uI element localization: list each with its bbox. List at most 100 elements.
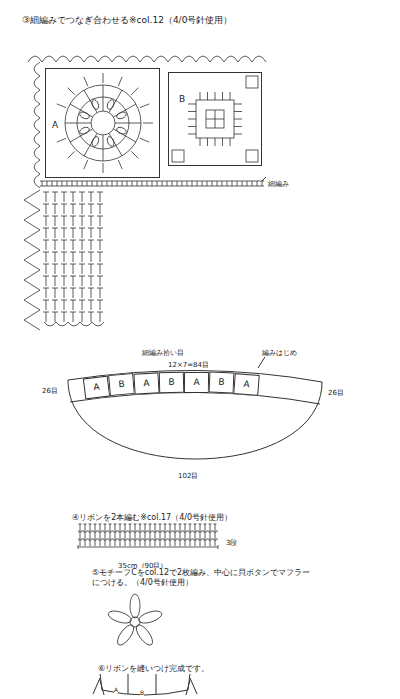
- double-crochet-stitch: [79, 264, 85, 265]
- double-crochet-stitch: [43, 276, 49, 277]
- motif-stitch: [222, 92, 223, 100]
- ribbon-stitch: [190, 524, 191, 530]
- ribbon-stitch: [144, 532, 147, 533]
- double-crochet-stitch: [70, 192, 76, 193]
- double-crochet-stitch: [64, 228, 65, 238]
- ribbon-stitch: [199, 540, 202, 541]
- ribbon-stitch: [189, 540, 192, 541]
- double-crochet-stitch: [55, 312, 56, 322]
- single-crochet-stitch: [42, 181, 43, 186]
- double-crochet-stitch: [73, 264, 74, 274]
- ribbon-stitch: [194, 524, 197, 525]
- single-crochet-stitch: [117, 181, 118, 186]
- single-crochet-stitch: [182, 181, 183, 186]
- ribbon-stitch: [174, 540, 177, 541]
- double-crochet-stitch: [97, 288, 103, 289]
- ribbon-stitch: [84, 532, 87, 533]
- double-crochet-stitch: [97, 264, 103, 265]
- motif-fan: [131, 88, 138, 95]
- double-crochet-stitch: [100, 264, 101, 274]
- ribbon-stitch: [215, 524, 216, 530]
- double-crochet-stitch: [73, 228, 74, 238]
- double-crochet-stitch: [73, 192, 74, 202]
- ribbon-stitch: [99, 532, 102, 533]
- double-crochet-stitch: [91, 204, 92, 214]
- double-crochet-stitch: [52, 204, 58, 205]
- motif-petal: [116, 126, 128, 135]
- motif-petal: [116, 111, 128, 120]
- motif-fan: [57, 138, 66, 142]
- double-crochet-stitch: [79, 216, 85, 217]
- single-crochet-stitch: [162, 181, 163, 186]
- double-crochet-stitch: [88, 252, 94, 253]
- ribbon-stitch: [155, 524, 156, 530]
- ribbon-end-mark: [218, 545, 219, 549]
- double-crochet-stitch: [82, 264, 83, 274]
- motif-square-box: B: [168, 72, 262, 166]
- single-crochet-stitch: [82, 181, 83, 186]
- ribbon-stitch: [120, 532, 121, 538]
- double-crochet-stitch: [82, 252, 83, 262]
- double-crochet-stitch: [91, 312, 92, 322]
- motif-stitch: [230, 138, 231, 146]
- single-crochet-stitch: [142, 181, 143, 186]
- ribbon-stitch: [155, 540, 156, 546]
- motif-letter: A: [93, 382, 100, 393]
- double-crochet-stitch: [79, 288, 85, 289]
- double-crochet-stitch: [91, 240, 92, 250]
- motif-stitch: [234, 134, 242, 135]
- ribbon-stitch: [189, 524, 192, 525]
- ribbon-stitch: [110, 524, 111, 530]
- ribbon-stitch: [85, 532, 86, 538]
- double-crochet-stitch: [70, 240, 76, 241]
- double-crochet-stitch: [46, 204, 47, 214]
- ribbon-stitch: [104, 540, 107, 541]
- row-count: 3段: [226, 539, 237, 547]
- ribbon-stitch: [129, 524, 132, 525]
- ribbon-stitch: [180, 524, 181, 530]
- double-crochet-stitch: [70, 228, 76, 229]
- ribbon-stitch: [124, 540, 127, 541]
- motif-stitch: [234, 119, 242, 120]
- ribbon-stitch: [169, 532, 172, 533]
- ribbon-stitch: [89, 540, 92, 541]
- double-crochet-stitch: [55, 228, 56, 238]
- double-crochet-stitch: [73, 216, 74, 226]
- ribbon-stitch: [164, 540, 167, 541]
- ribbon-stitch: [159, 524, 162, 525]
- double-crochet-stitch: [70, 312, 76, 313]
- motif-letter: A: [143, 378, 150, 389]
- ribbon-stitch: [110, 540, 111, 546]
- double-crochet-stitch: [46, 228, 47, 238]
- ribbon-stitch: [180, 532, 181, 538]
- double-crochet-stitch: [70, 252, 76, 253]
- double-crochet-stitch: [46, 276, 47, 286]
- ribbon-stitch: [100, 524, 101, 530]
- ribbon-stitch: [200, 532, 201, 538]
- double-crochet-stitch: [88, 264, 94, 265]
- stitch-count: 26目: [328, 389, 344, 397]
- single-crochet-stitch: [242, 181, 243, 186]
- double-crochet-stitch: [70, 300, 76, 301]
- double-crochet-stitch: [100, 252, 101, 262]
- ribbon-stitch: [79, 532, 82, 533]
- ribbon-stitch: [160, 540, 161, 546]
- double-crochet-stitch: [43, 240, 49, 241]
- single-crochet-stitch: [177, 181, 178, 186]
- double-crochet-stitch: [88, 228, 94, 229]
- single-crochet-stitch: [227, 181, 228, 186]
- single-crochet-stitch: [137, 181, 138, 186]
- stitch-count: 12×7=84目: [168, 361, 209, 369]
- ribbon-stitch: [109, 532, 112, 533]
- motif-stitch: [222, 138, 223, 146]
- chain-arch: [34, 62, 40, 188]
- ribbon-stitch: [165, 524, 166, 530]
- double-crochet-stitch: [64, 192, 65, 202]
- flower-petal: [133, 622, 155, 647]
- double-crochet-stitch: [82, 288, 83, 298]
- single-crochet-stitch: [62, 181, 63, 186]
- ribbon-stitch: [109, 540, 112, 541]
- double-crochet-stitch: [91, 276, 92, 286]
- double-crochet-stitch: [61, 288, 67, 289]
- stitch-count: 102目: [178, 472, 198, 480]
